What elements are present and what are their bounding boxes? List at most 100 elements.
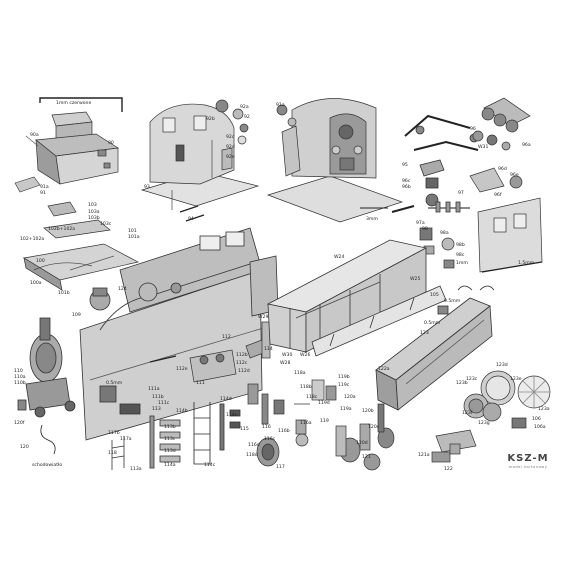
part-label: 100 (36, 258, 45, 264)
brand-mark: KSZ-M model kartonowy (498, 453, 558, 469)
part-label: W29 (258, 314, 268, 320)
part-label: 119c (338, 382, 350, 388)
part-label: 118c (306, 394, 318, 400)
part-label: 113c (164, 436, 176, 442)
part-label: 123a (538, 406, 550, 412)
tank-frame-part (266, 239, 447, 357)
part-label: 106a (534, 424, 546, 430)
part-label: 96e (510, 172, 519, 178)
part-label: 120 (20, 444, 29, 450)
part-label: 92b (206, 116, 215, 122)
part-label: 112e (176, 366, 188, 372)
cab-interior-backhead-part (266, 98, 415, 223)
part-label: 0.5mm (424, 320, 441, 326)
part-label: 122a (378, 366, 390, 372)
part-label: 119b (338, 374, 350, 380)
part-label: 100a (30, 280, 42, 286)
locomotive-body (17, 227, 279, 455)
steps-ladders-part (111, 402, 241, 470)
bottom-right-parts (431, 429, 477, 463)
part-label: schodowiatło (32, 462, 62, 468)
part-label: 96 (470, 126, 476, 132)
part-label: 96a (522, 142, 531, 148)
part-label: 103 (88, 202, 97, 208)
part-label: 119 (320, 418, 329, 424)
part-label: 119a (340, 406, 352, 412)
part-label: 96b (402, 184, 411, 190)
part-label: 98b (456, 242, 465, 248)
part-label: 118a (294, 370, 306, 376)
part-label: 115 (240, 426, 249, 432)
part-label: W25 (410, 276, 420, 282)
part-label: 123c (466, 376, 478, 382)
part-label: 120c (368, 424, 380, 430)
part-label: W26 (300, 352, 310, 358)
part-label: 103c (100, 221, 112, 227)
part-label: 111b (152, 394, 164, 400)
part-label: 116 (262, 424, 271, 430)
part-label: 98a (440, 230, 449, 236)
part-label: 113b (164, 424, 176, 430)
part-label: 98c (456, 252, 465, 258)
part-label: 114a (164, 462, 176, 468)
part-label: 123 (420, 330, 429, 336)
part-label: 109 (72, 312, 81, 318)
part-label: 95 (402, 162, 408, 168)
part-label: 114 (264, 346, 273, 352)
part-label: 122 (444, 466, 453, 472)
part-label: 123d (496, 362, 508, 368)
part-label: 92 (244, 114, 250, 120)
part-label: 101 (128, 228, 137, 234)
part-label: 1mm czerwone (56, 100, 91, 106)
part-label: 1mm (456, 260, 468, 266)
part-label: 0.5mm (106, 380, 123, 386)
part-label: 101b (58, 290, 70, 296)
part-label: 117b (108, 430, 120, 436)
part-label: 110 (14, 368, 23, 374)
brand-logo: KSZ-M (507, 453, 549, 464)
cab-front-wall-part (140, 99, 260, 222)
part-label: 97a (416, 220, 425, 226)
part-label: 118b (300, 384, 312, 390)
part-label: 112d (238, 368, 250, 374)
part-label: 113d (164, 448, 176, 454)
part-label: 112 (222, 334, 231, 340)
cab-side-panel-part (477, 197, 543, 273)
part-label: 112c (236, 360, 248, 366)
part-label: 114d (220, 396, 232, 402)
part-label: 110b (14, 380, 26, 386)
part-label: 123g (478, 420, 490, 426)
part-label: W28 (280, 360, 290, 366)
part-label: 116b (278, 428, 290, 434)
tank-top-part (23, 201, 139, 291)
part-label: 124 (118, 286, 127, 292)
brand-subtitle: model kartonowy (508, 465, 548, 469)
part-label: 111c (158, 400, 170, 406)
part-label: 113a (130, 466, 142, 472)
part-label: 93 (144, 184, 150, 190)
small-bracket-part (14, 176, 41, 193)
part-label: 121a (418, 452, 430, 458)
part-label: 106 (532, 416, 541, 422)
part-label: 120b (362, 408, 374, 414)
cylinder-parts (256, 379, 395, 471)
part-label: 94 (188, 216, 194, 222)
part-label: 117 (276, 464, 285, 470)
cab-roof-part (25, 97, 123, 185)
part-label: 92d (226, 144, 235, 150)
part-label: W30 (282, 352, 292, 358)
part-label: W31 (478, 144, 488, 150)
part-label: 116d (248, 442, 260, 448)
part-label: 90 (108, 140, 114, 146)
part-label: 114e (226, 412, 238, 418)
part-label: 3mm (366, 216, 378, 222)
part-label: 111 (196, 380, 205, 386)
part-label: 103a (88, 209, 100, 215)
part-label: 120f (14, 420, 25, 426)
part-label: 120d (356, 440, 368, 446)
part-label: 121 (362, 454, 371, 460)
long-side-tank-part (375, 285, 495, 411)
part-label: 110a (14, 374, 26, 380)
part-label: 92c (226, 134, 235, 140)
